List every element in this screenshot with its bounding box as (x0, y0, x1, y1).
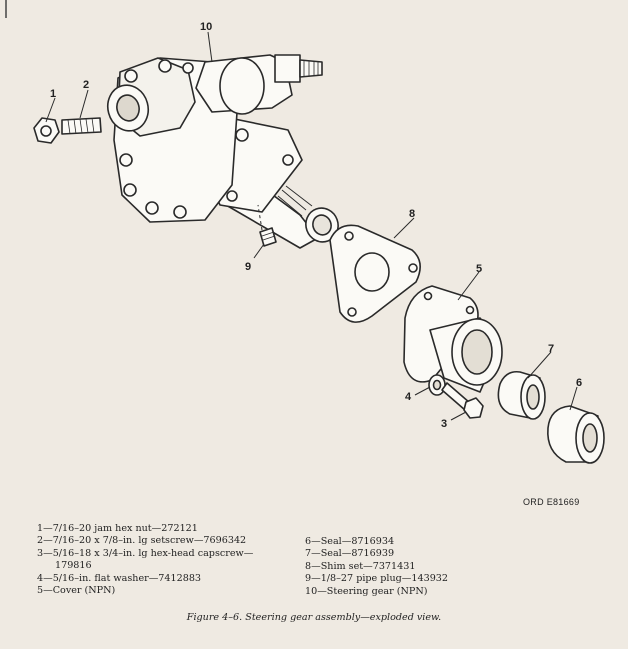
seal-small (497, 370, 546, 420)
parts-legend-left: 1—7/16–20 jam hex nut—272121 2—7/16–20 x… (37, 523, 253, 597)
flat-washer (428, 374, 446, 396)
pipe-plug (259, 227, 277, 247)
legend-item-9: 9—1/8–27 pipe plug—143932 (305, 573, 449, 585)
legend-item-3: 3—5/16–18 x 3/4–in. lg hex-head capscrew… (37, 547, 254, 559)
hex-head-capscrew (441, 382, 484, 419)
callout-1: 1 (50, 88, 56, 100)
cover (403, 285, 503, 393)
legend-item-3-continued: 179816 (55, 560, 92, 572)
legend-item-7: 7—Seal—8716939 (305, 548, 395, 560)
legend-item-4: 4—5/16–in. flat washer—7412883 (37, 572, 202, 584)
legend-item-6: 6—Seal—8716934 (305, 536, 395, 547)
callout-7: 7 (548, 343, 554, 355)
legend-item-5: 5—Cover (NPN) (37, 585, 116, 597)
callout-9: 9 (245, 261, 251, 273)
legend-item-8: 8—Shim set—7371431 (305, 560, 416, 572)
shim-set (329, 224, 421, 323)
callout-3: 3 (441, 418, 447, 430)
callout-6: 6 (576, 377, 582, 389)
legend-item-1: 1—7/16–20 jam hex nut—272121 (37, 523, 198, 534)
seal-large (547, 405, 605, 464)
exploded-view-diagram: 1 2 3 4 5 6 7 8 9 10 (5, 0, 605, 464)
callout-8: 8 (409, 208, 415, 220)
jam-hex-nut (33, 117, 60, 144)
callout-2: 2 (83, 79, 89, 91)
callout-10: 10 (200, 21, 212, 33)
ord-code: ORD E81669 (523, 497, 580, 507)
steering-gear (106, 54, 339, 249)
legend-item-10: 10—Steering gear (NPN) (305, 585, 428, 597)
callout-5: 5 (476, 263, 482, 275)
leader-lines (45, 31, 578, 421)
setscrew (61, 117, 102, 135)
figure-caption: Figure 4–6. Steering gear assembly—explo… (186, 612, 442, 623)
callout-labels: 1 2 3 4 5 6 7 8 9 10 (50, 21, 582, 430)
legend-item-2: 2—7/16–20 x 7/8–in. lg setscrew—7696342 (37, 535, 247, 547)
callout-4: 4 (405, 391, 412, 403)
parts-legend-right: 6—Seal—8716934 7—Seal—8716939 8—Shim set… (305, 536, 448, 598)
